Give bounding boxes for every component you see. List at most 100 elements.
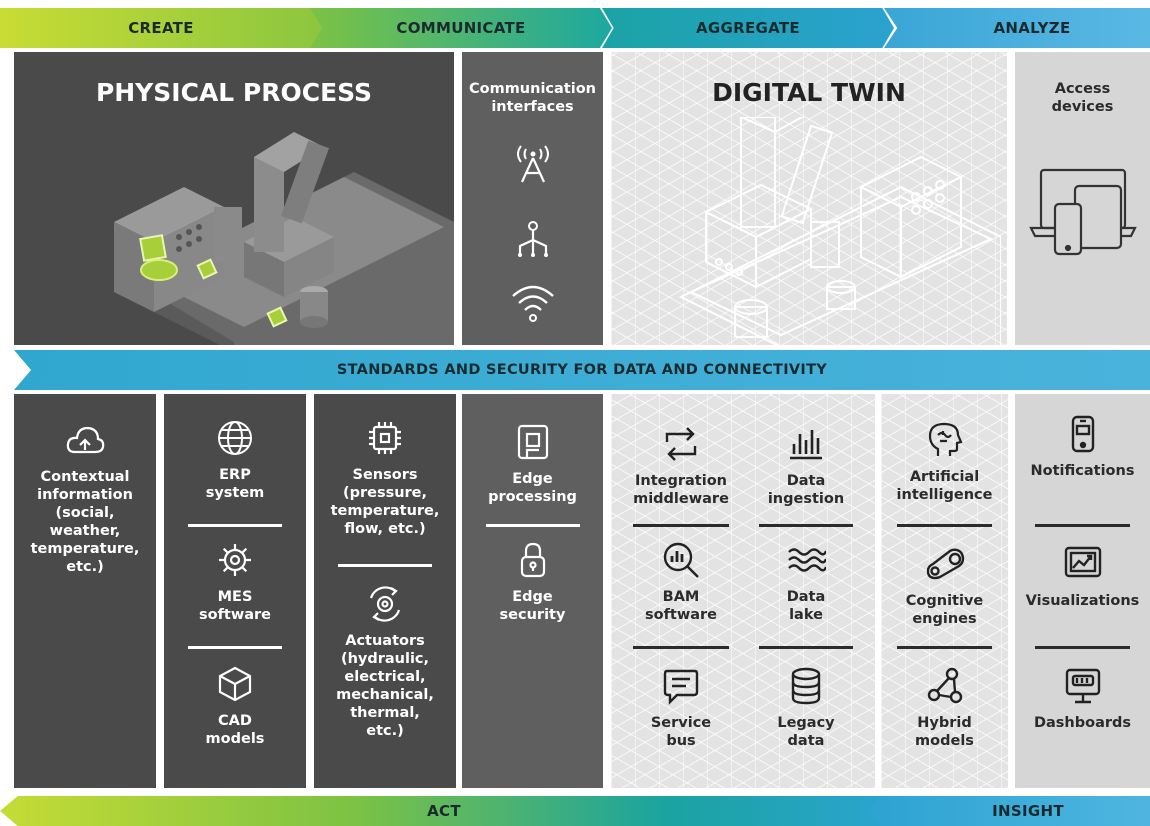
divider <box>1035 524 1130 527</box>
access-devices-title: Access devices <box>1051 81 1114 115</box>
divider <box>633 646 729 649</box>
enterprise-systems-panel: ERP system MES software CAD models <box>164 394 306 788</box>
insight-label: INSIGHT <box>992 802 1064 820</box>
physical-machine-illustration <box>114 132 454 345</box>
erp-system-item: ERP system <box>164 418 306 502</box>
lock-icon <box>520 542 545 578</box>
edge-processing-icon <box>517 424 548 460</box>
physical-process-title: PHYSICAL PROCESS <box>95 78 373 107</box>
divider <box>633 524 729 527</box>
cloud-upload-icon <box>66 426 105 454</box>
data-lake-item: Data lake <box>741 540 871 624</box>
hybrid-models-item: Hybrid models <box>881 666 1008 750</box>
cube-icon <box>218 666 252 702</box>
edge-security-label: Edge security <box>499 589 566 623</box>
integration-middleware-item: Integration middleware <box>611 424 751 508</box>
divider <box>897 646 992 649</box>
stage-communicate: COMMUNICATE <box>310 8 612 48</box>
divider <box>759 646 853 649</box>
database-icon <box>791 667 821 705</box>
communication-interfaces-title: Communication interfaces <box>468 81 596 115</box>
network-hub-icon <box>518 221 548 257</box>
antenna-icon <box>517 145 549 183</box>
gear-icon <box>219 544 251 576</box>
aggregate-panel: Integration middleware BAM software Serv… <box>611 394 875 788</box>
stage-aggregate: AGGREGATE <box>602 8 894 48</box>
data-ingestion-label: Data ingestion <box>767 473 845 507</box>
visualizations-item: Visualizations <box>1015 544 1150 610</box>
insight-outputs-panel: Notifications Visualizations Dashboards <box>1015 394 1150 788</box>
cad-models-label: CAD models <box>205 713 265 747</box>
engine-belt-icon <box>926 548 964 580</box>
mobile-notification-icon <box>1071 415 1094 453</box>
mes-software-item: MES software <box>164 540 306 624</box>
divider <box>486 524 580 527</box>
notifications-item: Notifications <box>1015 414 1150 480</box>
digital-machine-wireframe <box>678 117 1001 345</box>
stage-create: CREATE <box>0 8 322 48</box>
artificial-intelligence-label: Artificial intelligence <box>896 469 993 503</box>
edge-security-item: Edge security <box>462 540 603 624</box>
service-bus-label: Service bus <box>650 715 712 749</box>
cognitive-engines-label: Cognitive engines <box>905 593 984 627</box>
erp-system-label: ERP system <box>205 467 265 501</box>
analytics-search-icon <box>663 542 699 578</box>
sensors-actuators-panel: Sensors (pressure, temperature, flow, et… <box>314 394 456 788</box>
actuators-item: Actuators (hydraulic, electrical, mechan… <box>314 584 456 740</box>
rotation-actuator-icon <box>369 586 401 622</box>
physical-process-panel: PHYSICAL PROCESS <box>14 52 454 345</box>
contextual-info-panel: Contextual information (social, weather,… <box>14 394 156 788</box>
mes-software-label: MES software <box>199 589 271 623</box>
act-bar: ACT <box>0 796 888 826</box>
integration-middleware-label: Integration middleware <box>633 473 729 507</box>
visualizations-label: Visualizations <box>1025 593 1140 609</box>
waves-icon <box>788 548 826 572</box>
stage-create-label: CREATE <box>128 19 194 37</box>
digital-twin-title: DIGITAL TWIN <box>712 78 906 107</box>
globe-icon <box>218 421 252 455</box>
brain-head-icon <box>928 422 963 456</box>
line-chart-screen-icon <box>1064 546 1101 578</box>
divider <box>897 524 992 527</box>
stage-communicate-label: COMMUNICATE <box>396 19 526 37</box>
nodes-graph-icon <box>927 667 962 704</box>
stage-aggregate-label: AGGREGATE <box>696 19 800 37</box>
communication-interfaces-panel: Communication interfaces <box>462 52 603 345</box>
sensors-label: Sensors (pressure, temperature, flow, et… <box>330 467 440 537</box>
actuators-label: Actuators (hydraulic, electrical, mechan… <box>336 633 434 739</box>
dashboards-label: Dashboards <box>1033 715 1132 731</box>
devices-icon <box>1029 168 1137 256</box>
chip-sensor-icon <box>369 422 401 454</box>
message-icon <box>663 669 699 705</box>
edge-panel: Edge processing Edge security <box>462 394 603 788</box>
wifi-icon <box>512 285 554 322</box>
contextual-info-label: Contextual information (social, weather,… <box>30 469 140 575</box>
edge-processing-label: Edge processing <box>488 471 577 505</box>
hybrid-models-label: Hybrid models <box>915 715 974 749</box>
notifications-label: Notifications <box>1030 463 1135 479</box>
contextual-info-item: Contextual information (social, weather,… <box>14 420 156 576</box>
bam-software-label: BAM software <box>645 589 717 623</box>
legacy-data-label: Legacy data <box>777 715 835 749</box>
divider <box>759 524 853 527</box>
insight-bar: INSIGHT <box>866 796 1150 826</box>
cad-models-item: CAD models <box>164 664 306 748</box>
divider <box>188 646 282 649</box>
divider <box>188 524 282 527</box>
sync-arrows-icon <box>665 427 697 461</box>
artificial-intelligence-item: Artificial intelligence <box>881 420 1008 504</box>
divider <box>1035 646 1130 649</box>
dashboards-item: Dashboards <box>1015 666 1150 732</box>
cognitive-engines-item: Cognitive engines <box>881 544 1008 628</box>
data-lake-label: Data lake <box>786 589 826 623</box>
legacy-data-item: Legacy data <box>741 666 871 750</box>
digital-twin-panel: DIGITAL TWIN <box>611 52 1007 345</box>
analytics-panel: Artificial intelligence Cognitive engine… <box>881 394 1008 788</box>
act-label: ACT <box>427 802 461 820</box>
dashboard-monitor-icon <box>1065 668 1100 704</box>
sensors-item: Sensors (pressure, temperature, flow, et… <box>314 418 456 538</box>
data-ingestion-item: Data ingestion <box>741 424 871 508</box>
divider <box>338 564 432 567</box>
standards-security-bar: STANDARDS AND SECURITY FOR DATA AND CONN… <box>14 350 1150 390</box>
service-bus-item: Service bus <box>611 666 751 750</box>
